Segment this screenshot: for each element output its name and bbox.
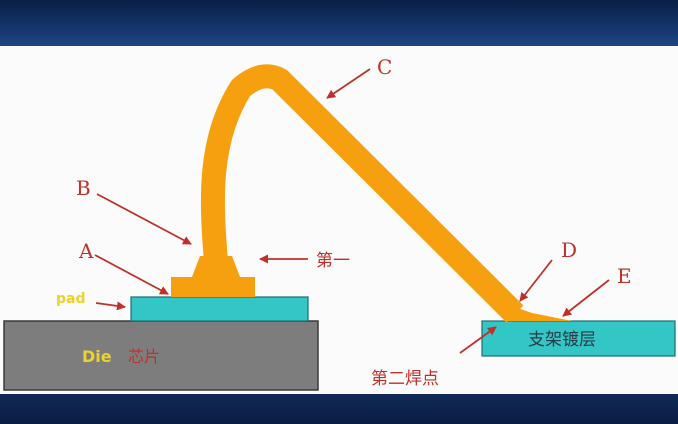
frame-plating-block — [481, 320, 676, 357]
arrow-b — [96, 193, 192, 245]
die-block — [3, 320, 319, 391]
label-e: E — [617, 264, 632, 288]
bond-wire — [200, 64, 524, 323]
label-d: D — [561, 238, 577, 262]
arrow-e — [562, 279, 610, 317]
arrow-second-bond — [459, 326, 497, 354]
label-pad: pad — [56, 291, 86, 307]
label-first: 第一 — [316, 251, 350, 271]
first-bond-ball — [171, 256, 255, 297]
label-second-bond: 第二焊点 — [371, 369, 439, 389]
label-die: Die — [82, 347, 112, 366]
arrow-a — [94, 254, 169, 295]
label-die-cn: 芯片 — [128, 347, 160, 366]
top-banner — [0, 0, 678, 46]
label-c: C — [377, 55, 392, 79]
label-frame-plating: 支架镀层 — [528, 330, 596, 350]
second-bond-tail — [497, 301, 572, 321]
arrow-c — [326, 68, 371, 99]
pad-block — [130, 296, 309, 322]
label-b: B — [76, 176, 91, 200]
arrow-pad — [95, 301, 126, 311]
bottom-banner — [0, 394, 678, 424]
arrow-d — [519, 259, 553, 302]
label-a: A — [78, 239, 94, 263]
